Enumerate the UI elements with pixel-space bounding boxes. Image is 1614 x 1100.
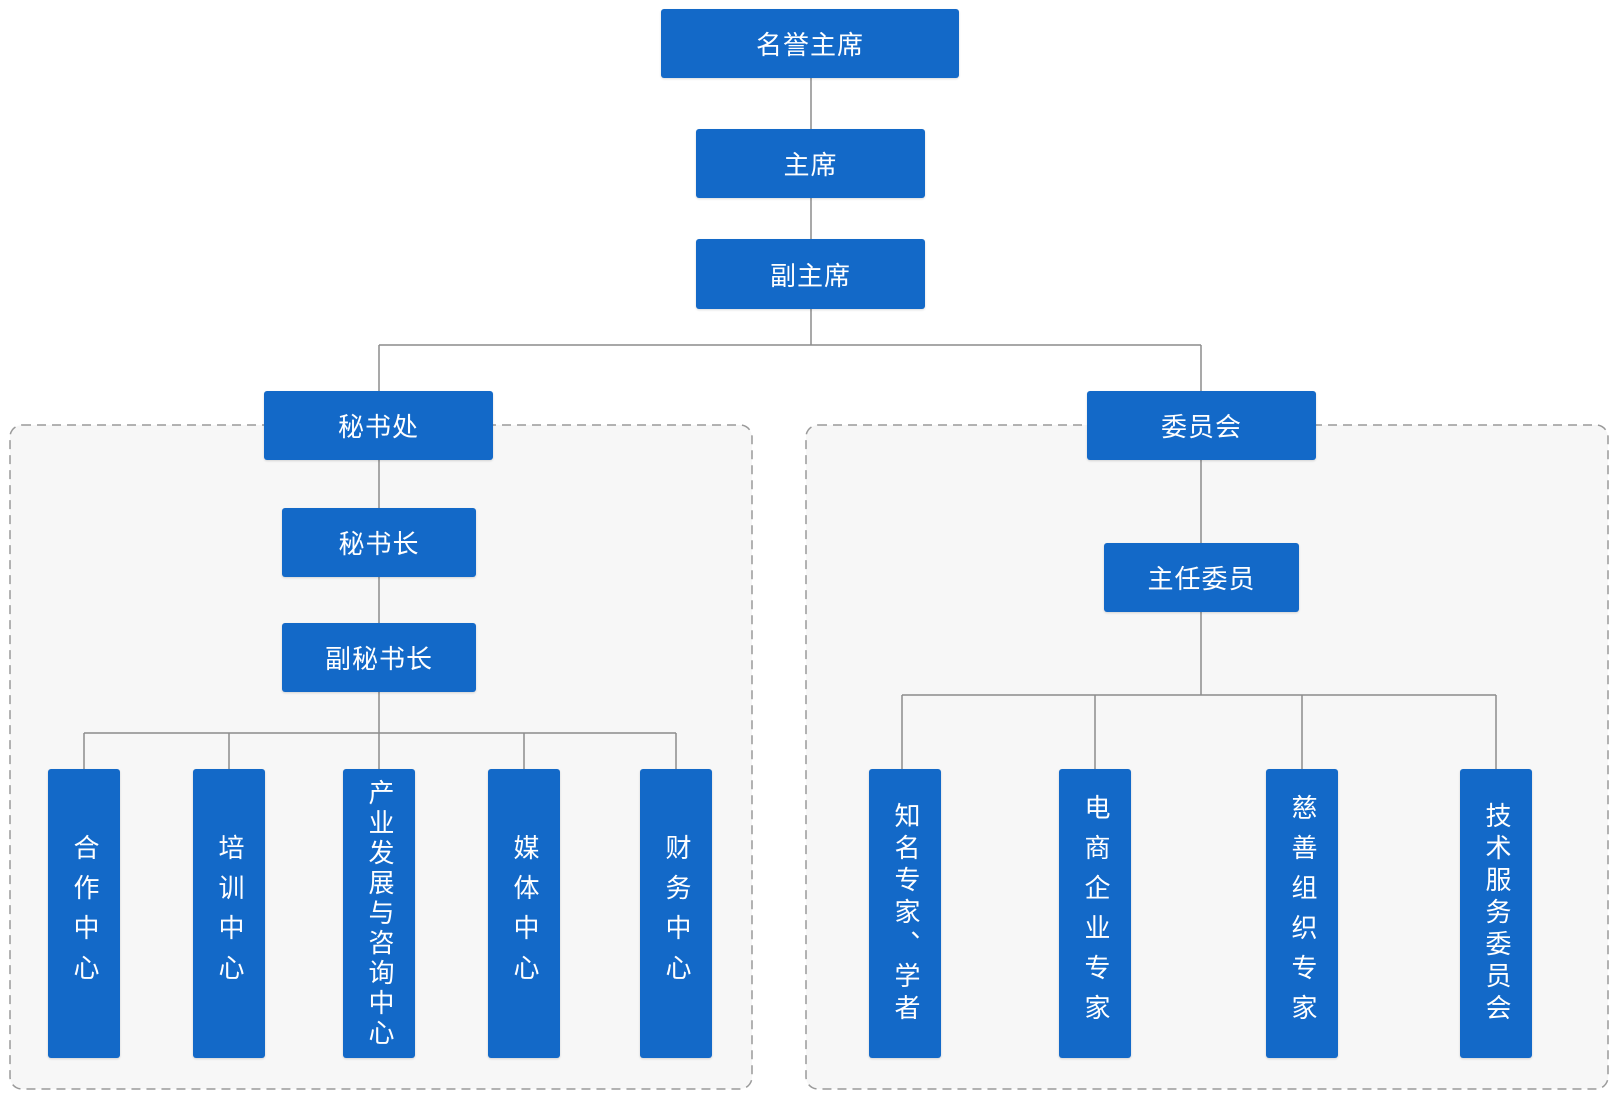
node-expert-tech-committee: 技术服务委员会 <box>1460 769 1532 1058</box>
node-deputy-secretary-general: 副秘书长 <box>282 623 476 692</box>
node-expert-charity: 慈善组织专家 <box>1266 769 1338 1058</box>
node-center-cooperation: 合作中心 <box>48 769 120 1058</box>
node-director-member: 主任委员 <box>1104 543 1299 612</box>
node-chairman: 主席 <box>696 129 925 198</box>
node-secretary-general: 秘书长 <box>282 508 476 577</box>
node-center-industry: 产业发展与咨询中心 <box>343 769 415 1058</box>
node-expert-ecommerce: 电商企业专家 <box>1059 769 1131 1058</box>
node-honorary-chairman: 名誉主席 <box>661 9 959 78</box>
node-committee: 委员会 <box>1087 391 1316 460</box>
node-secretariat: 秘书处 <box>264 391 493 460</box>
node-center-training: 培训中心 <box>193 769 265 1058</box>
node-center-media: 媒体中心 <box>488 769 560 1058</box>
node-expert-scholars: 知名专家、学者 <box>869 769 941 1058</box>
committee-group-container <box>805 424 1609 1090</box>
node-vice-chairman: 副主席 <box>696 239 925 309</box>
node-center-finance: 财务中心 <box>640 769 712 1058</box>
